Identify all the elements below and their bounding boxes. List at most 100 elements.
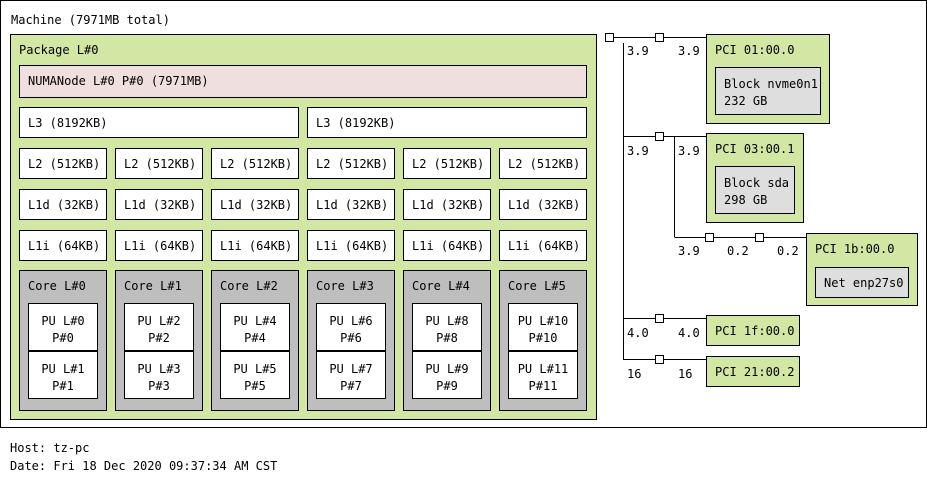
- pu-index: P#6: [340, 331, 362, 345]
- pu-label: PU L#6: [329, 314, 373, 328]
- pci-device-21: PCI 21:00.2: [706, 356, 800, 387]
- pu-label: PU L#4: [233, 314, 277, 328]
- l1i-cache: L1i (64KB): [499, 230, 587, 261]
- l3-cache: L3 (8192KB): [19, 107, 299, 138]
- block-device-size: 232 GB: [724, 94, 768, 108]
- bandwidth-label: 3.9: [678, 44, 700, 58]
- pu-label: PU L#2: [137, 314, 181, 328]
- net-device: Net enp27s0: [815, 267, 909, 298]
- l1d-cache: L1d (32KB): [115, 189, 203, 220]
- l2-cache: L2 (512KB): [307, 148, 395, 179]
- core-label: Core L#4: [412, 279, 470, 293]
- l1d-label: L1d (32KB): [28, 198, 101, 212]
- pu-index: P#4: [244, 331, 266, 345]
- l2-cache: L2 (512KB): [211, 148, 299, 179]
- pu-label: PU L#11: [517, 362, 569, 376]
- numa-label: NUMANode L#0 P#0 (7971MB): [28, 74, 209, 88]
- pu-index: P#9: [436, 379, 458, 393]
- bandwidth-label: 3.9: [678, 144, 700, 158]
- pci-links: [614, 37, 806, 360]
- l1i-label: L1i (64KB): [508, 239, 581, 253]
- l1i-label: L1i (64KB): [220, 239, 293, 253]
- l1d-label: L1d (32KB): [220, 198, 293, 212]
- package-label: Package L#0: [19, 43, 99, 57]
- l1i-label: L1i (64KB): [28, 239, 101, 253]
- core-label: Core L#0: [28, 279, 86, 293]
- pu-index: P#0: [52, 331, 74, 345]
- l1i-cache: L1i (64KB): [115, 230, 203, 261]
- bridge-node: [655, 355, 664, 364]
- pu-index: P#11: [528, 379, 558, 393]
- bandwidth-label: 16: [678, 367, 693, 381]
- pu-label: PU L#1: [41, 362, 85, 376]
- l1i-cache: L1i (64KB): [19, 230, 107, 261]
- pci-label: PCI 01:00.0: [715, 43, 795, 57]
- pu-label: PU L#0: [41, 314, 85, 328]
- l3-cache: L3 (8192KB): [307, 107, 587, 138]
- pci-device-1b: PCI 1b:00.0 Net enp27s0: [806, 233, 918, 306]
- l1d-cache: L1d (32KB): [19, 189, 107, 220]
- l2-cache: L2 (512KB): [115, 148, 203, 179]
- pu-index: P#3: [148, 379, 170, 393]
- pu-index: P#10: [528, 331, 558, 345]
- core-label: Core L#5: [508, 279, 566, 293]
- bridge-node: [655, 33, 664, 42]
- footer-date: Date: Fri 18 Dec 2020 09:37:34 AM CST: [10, 459, 278, 473]
- bandwidth-label: 3.9: [678, 244, 700, 258]
- pci-label: PCI 1f:00.0: [715, 324, 795, 338]
- pci-device-01: PCI 01:00.0 Block nvme0n1 232 GB: [706, 34, 830, 124]
- block-device: Block nvme0n1 232 GB: [715, 67, 821, 115]
- l1i-cache: L1i (64KB): [307, 230, 395, 261]
- pci-device-1f: PCI 1f:00.0: [706, 315, 800, 346]
- pci-label: PCI 1b:00.0: [815, 242, 895, 256]
- pu-index: P#2: [148, 331, 170, 345]
- block-device-size: 298 GB: [724, 193, 768, 207]
- pu-index: P#7: [340, 379, 362, 393]
- numa-node: NUMANode L#0 P#0 (7971MB): [19, 65, 587, 98]
- l3-label: L3 (8192KB): [316, 116, 396, 130]
- l2-cache: L2 (512KB): [19, 148, 107, 179]
- bridge-node: [755, 233, 764, 242]
- l2-cache: L2 (512KB): [499, 148, 587, 179]
- pu-index: P#8: [436, 331, 458, 345]
- bandwidth-label: 3.9: [627, 44, 649, 58]
- bandwidth-label: 0.2: [777, 244, 799, 258]
- pu-label: PU L#8: [425, 314, 469, 328]
- l1d-cache: L1d (32KB): [499, 189, 587, 220]
- pu-index: P#1: [52, 379, 74, 393]
- l2-label: L2 (512KB): [316, 157, 389, 171]
- l1i-label: L1i (64KB): [316, 239, 389, 253]
- machine-label: Machine (7971MB total): [11, 13, 170, 27]
- bridge-node: [655, 132, 664, 141]
- l2-label: L2 (512KB): [220, 157, 293, 171]
- core-label: Core L#2: [220, 279, 278, 293]
- pu-label: PU L#7: [329, 362, 373, 376]
- core-label: Core L#3: [316, 279, 374, 293]
- bridge-node: [705, 233, 714, 242]
- pu-label: PU L#5: [233, 362, 277, 376]
- l1d-label: L1d (32KB): [316, 198, 389, 212]
- pci-label: PCI 03:00.1: [715, 142, 795, 156]
- l1d-label: L1d (32KB): [124, 198, 197, 212]
- bandwidth-label: 4.0: [627, 326, 649, 340]
- l1d-label: L1d (32KB): [412, 198, 485, 212]
- l3-label: L3 (8192KB): [28, 116, 108, 130]
- pu-label: PU L#10: [517, 314, 569, 328]
- core-label: Core L#1: [124, 279, 182, 293]
- l2-cache: L2 (512KB): [403, 148, 491, 179]
- l1d-cache: L1d (32KB): [211, 189, 299, 220]
- pci-device-03: PCI 03:00.1 Block sda 298 GB: [706, 133, 804, 223]
